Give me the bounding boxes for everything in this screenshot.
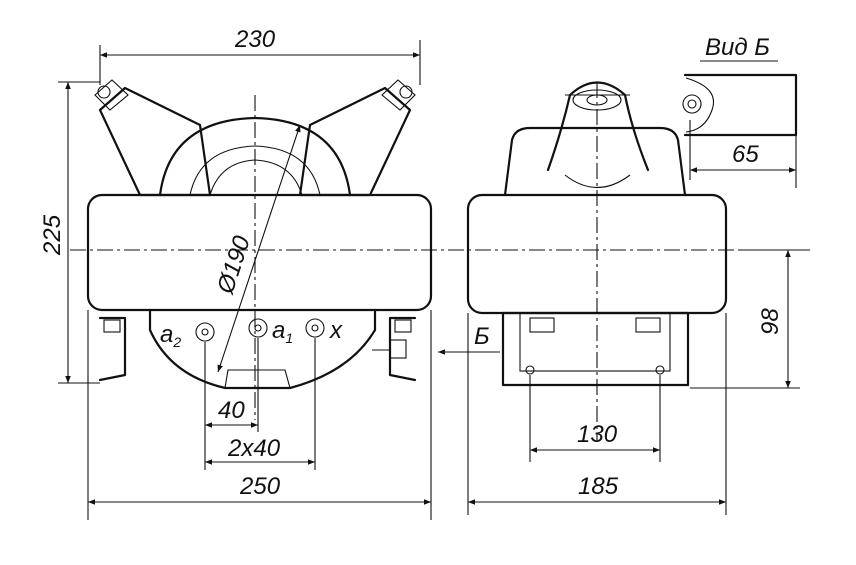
right-terminal-nut: [399, 85, 413, 99]
left-bushing: [98, 86, 212, 197]
terminal-a1: [248, 318, 268, 338]
side-lower-panel: [519, 312, 671, 372]
terminal-x-center: [311, 324, 319, 332]
terminal-x: [305, 318, 325, 338]
terminal-a2-center: [201, 328, 209, 336]
side-top-housing: [503, 126, 687, 197]
detail-title: Вид Б: [705, 34, 770, 61]
side-bushing-base: [564, 174, 631, 188]
terminal-a1-center: [254, 324, 262, 332]
dim-2x40: 2x40: [227, 435, 281, 462]
side-right-clamp: [635, 317, 661, 333]
right-bushing-cap: [381, 79, 416, 111]
side-left-clamp: [529, 317, 555, 333]
side-bushing: [546, 81, 650, 172]
side-left-hole: [525, 365, 535, 375]
right-bushing: [298, 86, 412, 197]
label-a2: a2: [160, 321, 181, 350]
left-bracket: [98, 316, 127, 382]
view-marker: Б: [474, 323, 490, 350]
side-view: Б 98 130 185: [438, 81, 800, 515]
detail-view: Вид Б 65: [682, 34, 798, 188]
side-right-hole: [655, 365, 665, 375]
left-bracket-bolt: [103, 319, 121, 333]
top-arch-inner2: [209, 159, 303, 196]
detail-bolt-center: [687, 99, 697, 109]
side-bushing-top: [572, 89, 622, 111]
dim-65: 65: [732, 141, 759, 168]
dim-40: 40: [218, 397, 245, 424]
terminal-a2: [195, 322, 215, 342]
front-view: a2 a1 x Ø190 230 225 40 2x40 250: [39, 26, 810, 520]
label-x: x: [329, 317, 343, 344]
left-bushing-cap: [94, 79, 129, 111]
diameter-leader: [217, 124, 301, 373]
top-arch-outer: [158, 116, 352, 197]
dim-130: 130: [577, 421, 618, 448]
front-main-body: [86, 193, 433, 312]
dim-250: 250: [239, 473, 281, 500]
dim-98: 98: [757, 308, 784, 335]
dim-230: 230: [234, 26, 276, 53]
right-bracket-bolt: [394, 319, 412, 333]
detail-plate: [683, 73, 798, 137]
detail-arc: [685, 77, 714, 133]
detail-bolt: [682, 94, 702, 114]
left-terminal-nut: [97, 85, 111, 99]
dim-225: 225: [39, 214, 66, 256]
ground-clamp: [389, 339, 407, 359]
dim-185: 185: [578, 473, 619, 500]
label-a1: a1: [272, 317, 293, 346]
dim-diameter: Ø190: [212, 232, 256, 298]
